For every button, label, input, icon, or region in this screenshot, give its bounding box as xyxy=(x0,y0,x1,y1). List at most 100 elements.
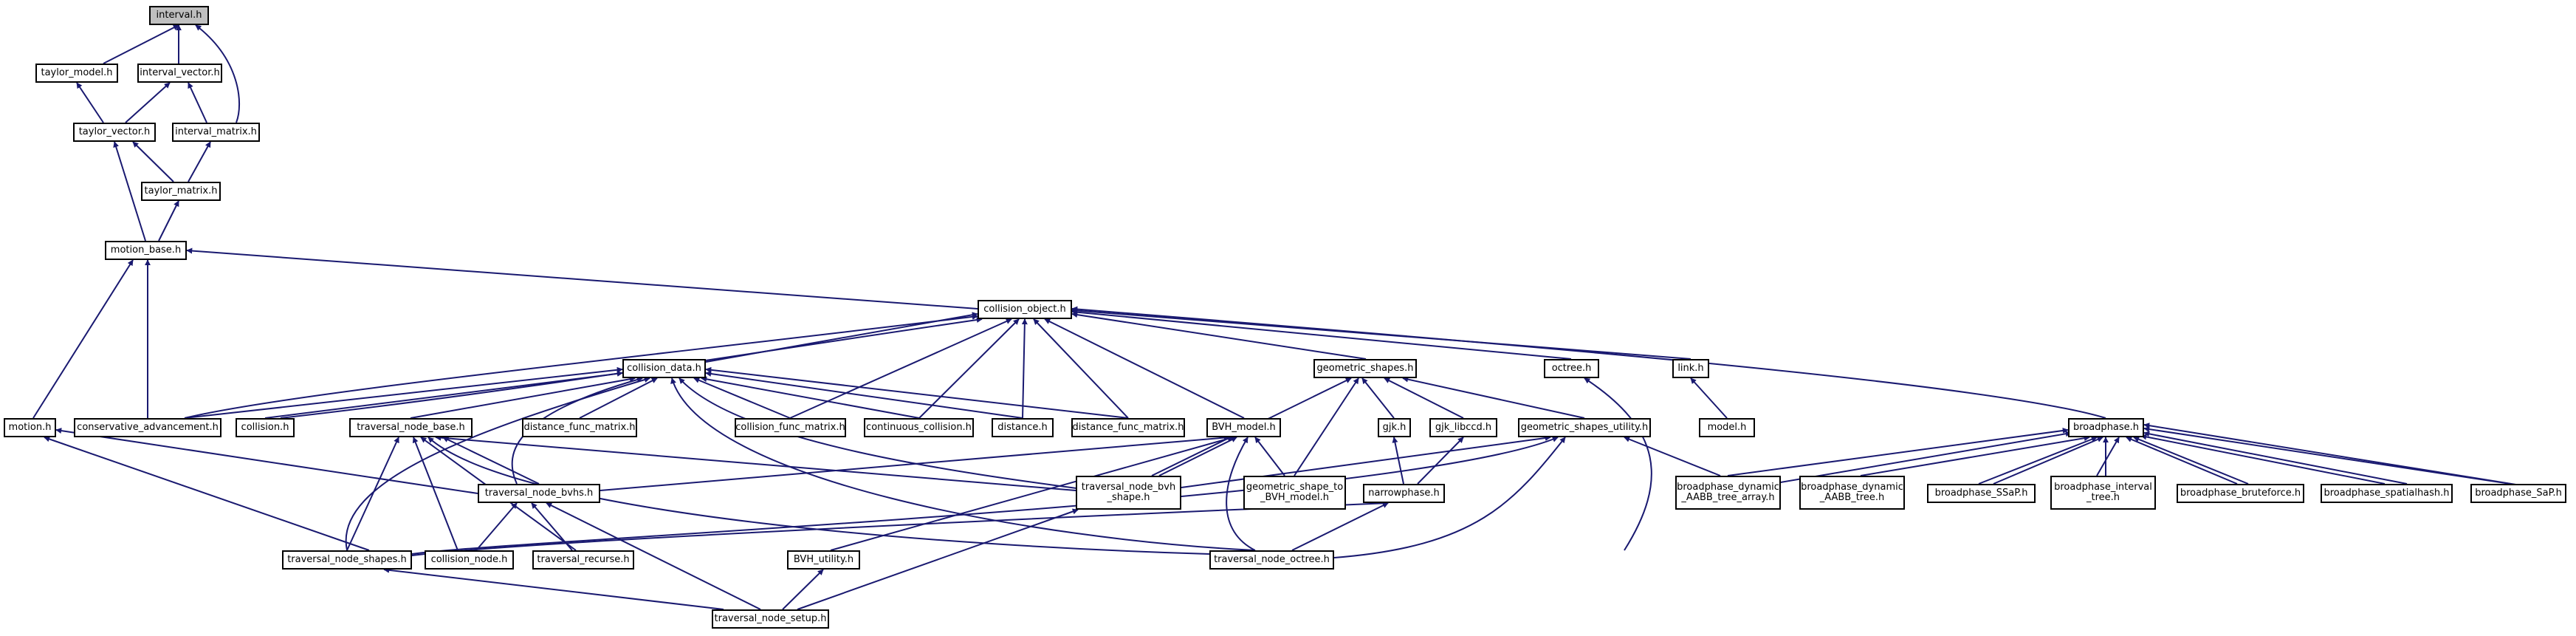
node-collision-object[interactable]: collision_object.h xyxy=(978,300,1072,319)
node-taylor-matrix[interactable]: taylor_matrix.h xyxy=(141,182,221,201)
node-broadphase-ssap[interactable]: broadphase_SSaP.h xyxy=(1927,484,2036,503)
edge-bvh-model-bvh-utility xyxy=(830,436,1234,551)
edge-traversal-node-bvhs-traversal-recurse xyxy=(531,502,573,551)
edge-collision-object-octree xyxy=(1071,309,1572,360)
node-broadphase-spatialhash[interactable]: broadphase_spatialhash.h xyxy=(2321,484,2453,503)
edge-narrowphase-traversal-node-octree xyxy=(1291,502,1389,551)
edge-geometric-shapes-utility-traversal-node-bvh-shape xyxy=(1181,435,1551,488)
edge-collision-data-distance-func-matrix-2 xyxy=(705,366,1129,419)
edge-traversal-node-base-traversal-node-bvh-shape xyxy=(435,434,1076,491)
edge-collision-data-traversal-node-bvh-shape xyxy=(679,377,1093,491)
node-traversal-node-shapes[interactable]: traversal_node_shapes.h xyxy=(282,550,412,570)
node-interval-matrix[interactable]: interval_matrix.h xyxy=(172,123,260,142)
edge-collision-data-collision-func-matrix xyxy=(693,377,791,419)
edge-collision-object-collision-data xyxy=(705,312,978,363)
edge-interval-taylor-model xyxy=(103,24,179,64)
node-traversal-node-base[interactable]: traversal_node_base.h xyxy=(349,418,473,437)
node-geometric-shapes[interactable]: geometric_shapes.h xyxy=(1313,359,1417,378)
edge-bvh-model-traversal-node-bvhs xyxy=(600,434,1230,491)
node-gjk-libccd[interactable]: gjk_libccd.h xyxy=(1429,418,1497,437)
edge-taylor-matrix-motion-base xyxy=(158,200,179,242)
edge-link-model xyxy=(1690,377,1728,419)
node-model[interactable]: model.h xyxy=(1699,418,1755,437)
node-distance-func-matrix-2[interactable]: distance_func_matrix.h xyxy=(1071,418,1185,437)
node-traversal-node-bvh-shape[interactable]: traversal_node_bvh _shape.h xyxy=(1076,476,1181,510)
node-distance-func-matrix[interactable]: distance_func_matrix.h xyxy=(522,418,637,437)
edge-traversal-node-base-traversal-node-shapes xyxy=(346,437,399,551)
edge-traversal-node-base-traversal-node-bvhs xyxy=(442,437,540,485)
node-geometric-shapes-utility[interactable]: geometric_shapes_utility.h xyxy=(1518,418,1651,437)
node-geometric-shape-to-bvh-model[interactable]: geometric_shape_to _BVH_model.h xyxy=(1243,476,1346,510)
edge-motion-base-collision-object xyxy=(186,247,978,310)
node-gjk[interactable]: gjk.h xyxy=(1378,418,1411,437)
edge-bvh-utility-traversal-node-setup xyxy=(782,569,824,610)
edge-traversal-node-base-collision-node xyxy=(412,437,458,551)
edge-gjk-narrowphase xyxy=(1392,437,1404,485)
edge-traversal-node-base-traversal-node-octree xyxy=(427,437,1210,555)
node-collision[interactable]: collision.h xyxy=(236,418,295,437)
node-narrowphase[interactable]: narrowphase.h xyxy=(1363,484,1445,503)
node-traversal-node-setup[interactable]: traversal_node_setup.h xyxy=(712,609,829,629)
node-taylor-model[interactable]: taylor_model.h xyxy=(35,64,118,83)
node-traversal-node-octree[interactable]: traversal_node_octree.h xyxy=(1209,550,1334,570)
edge-geometric-shapes-geometric-shape-to-bvh-model xyxy=(1294,377,1359,476)
edge-motion-base-motion xyxy=(32,259,134,419)
node-motion-base[interactable]: motion_base.h xyxy=(105,241,187,260)
edge-broadphase-broadphase-ssap-2 xyxy=(1993,437,2103,485)
edge-broadphase-broadphase-sap xyxy=(2143,426,2511,485)
edge-traversal-node-shapes-traversal-node-setup xyxy=(383,567,724,610)
node-broadphase-sap[interactable]: broadphase_SaP.h xyxy=(2470,484,2566,503)
edge-collision-data-distance xyxy=(705,371,1023,419)
edge-geometric-shapes-utility-traversal-node-octree xyxy=(1333,437,1566,558)
node-bvh-utility[interactable]: BVH_utility.h xyxy=(787,550,860,570)
edge-interval-interval-matrix xyxy=(195,24,241,123)
edge-traversal-node-bvhs-traversal-node-setup xyxy=(546,502,761,610)
edge-interval-vector-taylor-vector xyxy=(125,82,171,123)
edge-bvh-model-traversal-node-bvh-shape xyxy=(1158,437,1237,476)
node-broadphase-bruteforce[interactable]: broadphase_bruteforce.h xyxy=(2177,484,2304,503)
node-broadphase[interactable]: broadphase.h xyxy=(2068,418,2144,437)
node-collision-node[interactable]: collision_node.h xyxy=(425,550,514,570)
edge-collision-data-collision xyxy=(264,370,623,419)
edge-geometric-shapes-geometric-shapes-utility xyxy=(1402,376,1585,419)
node-link[interactable]: link.h xyxy=(1672,359,1709,378)
node-motion[interactable]: motion.h xyxy=(4,418,56,437)
edge-geometric-shapes-gjk xyxy=(1361,377,1395,419)
node-broadphase-dynamic-aabb-tree[interactable]: broadphase_dynamic _AABB_tree.h xyxy=(1799,476,1905,510)
edge-motion-traversal-node-bvhs xyxy=(55,428,478,494)
edge-taylor-vector-taylor-matrix xyxy=(132,141,174,182)
edge-collision-object-distance xyxy=(1021,318,1028,419)
node-taylor-vector[interactable]: taylor_vector.h xyxy=(73,123,156,142)
edge-collision-data-traversal-node-base xyxy=(410,376,636,419)
node-interval-vector[interactable]: interval_vector.h xyxy=(137,64,222,83)
edge-gjk-libccd-narrowphase xyxy=(1417,437,1464,485)
edge-collision-data-distance-func-matrix xyxy=(579,377,658,419)
node-octree[interactable]: octree.h xyxy=(1544,359,1599,378)
edge-broadphase-broadphase-bruteforce xyxy=(2126,437,2238,485)
edge-octree-traversal-node-octree xyxy=(1584,377,1652,551)
edge-bvh-model-traversal-node-octree xyxy=(1226,437,1256,551)
edge-taylor-model-taylor-vector xyxy=(76,82,104,123)
edge-geometric-shapes-utility-broadphase-dynamic-aabb-tree-array xyxy=(1624,436,1721,476)
edge-bvh-model-geometric-shape-to-bvh-model xyxy=(1254,437,1285,476)
node-conservative-advancement[interactable]: conservative_advancement.h xyxy=(74,418,221,437)
node-continuous-collision[interactable]: continuous_collision.h xyxy=(864,418,974,437)
edge-traversal-node-bvhs-collision-node xyxy=(475,502,518,551)
edge-broadphase-broadphase-dynamic-aabb-tree xyxy=(1860,435,2090,476)
edge-broadphase-broadphase-spatialhash xyxy=(2140,434,2386,485)
node-traversal-recurse[interactable]: traversal_recurse.h xyxy=(532,550,634,570)
node-collision-data[interactable]: collision_data.h xyxy=(622,359,706,378)
node-broadphase-dynamic-aabb-tree-array[interactable]: broadphase_dynamic _AABB_tree_array.h xyxy=(1675,476,1781,510)
node-traversal-node-bvhs[interactable]: traversal_node_bvhs.h xyxy=(478,484,600,503)
edge-collision-object-continuous-collision xyxy=(918,318,1020,419)
node-collision-func-matrix[interactable]: collision_func_matrix.h xyxy=(735,418,846,437)
node-broadphase-interval-tree[interactable]: broadphase_interval _tree.h xyxy=(2050,476,2156,510)
edge-broadphase-broadphase-dynamic-aabb-tree-array-2 xyxy=(1771,431,2072,485)
edge-collision-data-traversal-node-shapes xyxy=(345,377,650,551)
node-bvh-model[interactable]: BVH_model.h xyxy=(1206,418,1281,437)
edge-geometric-shapes-utility-traversal-node-shapes xyxy=(411,437,1559,555)
node-distance[interactable]: distance.h xyxy=(992,418,1054,437)
edge-motion-traversal-node-shapes xyxy=(44,436,370,551)
edge-interval-vector-interval-matrix xyxy=(188,82,207,123)
